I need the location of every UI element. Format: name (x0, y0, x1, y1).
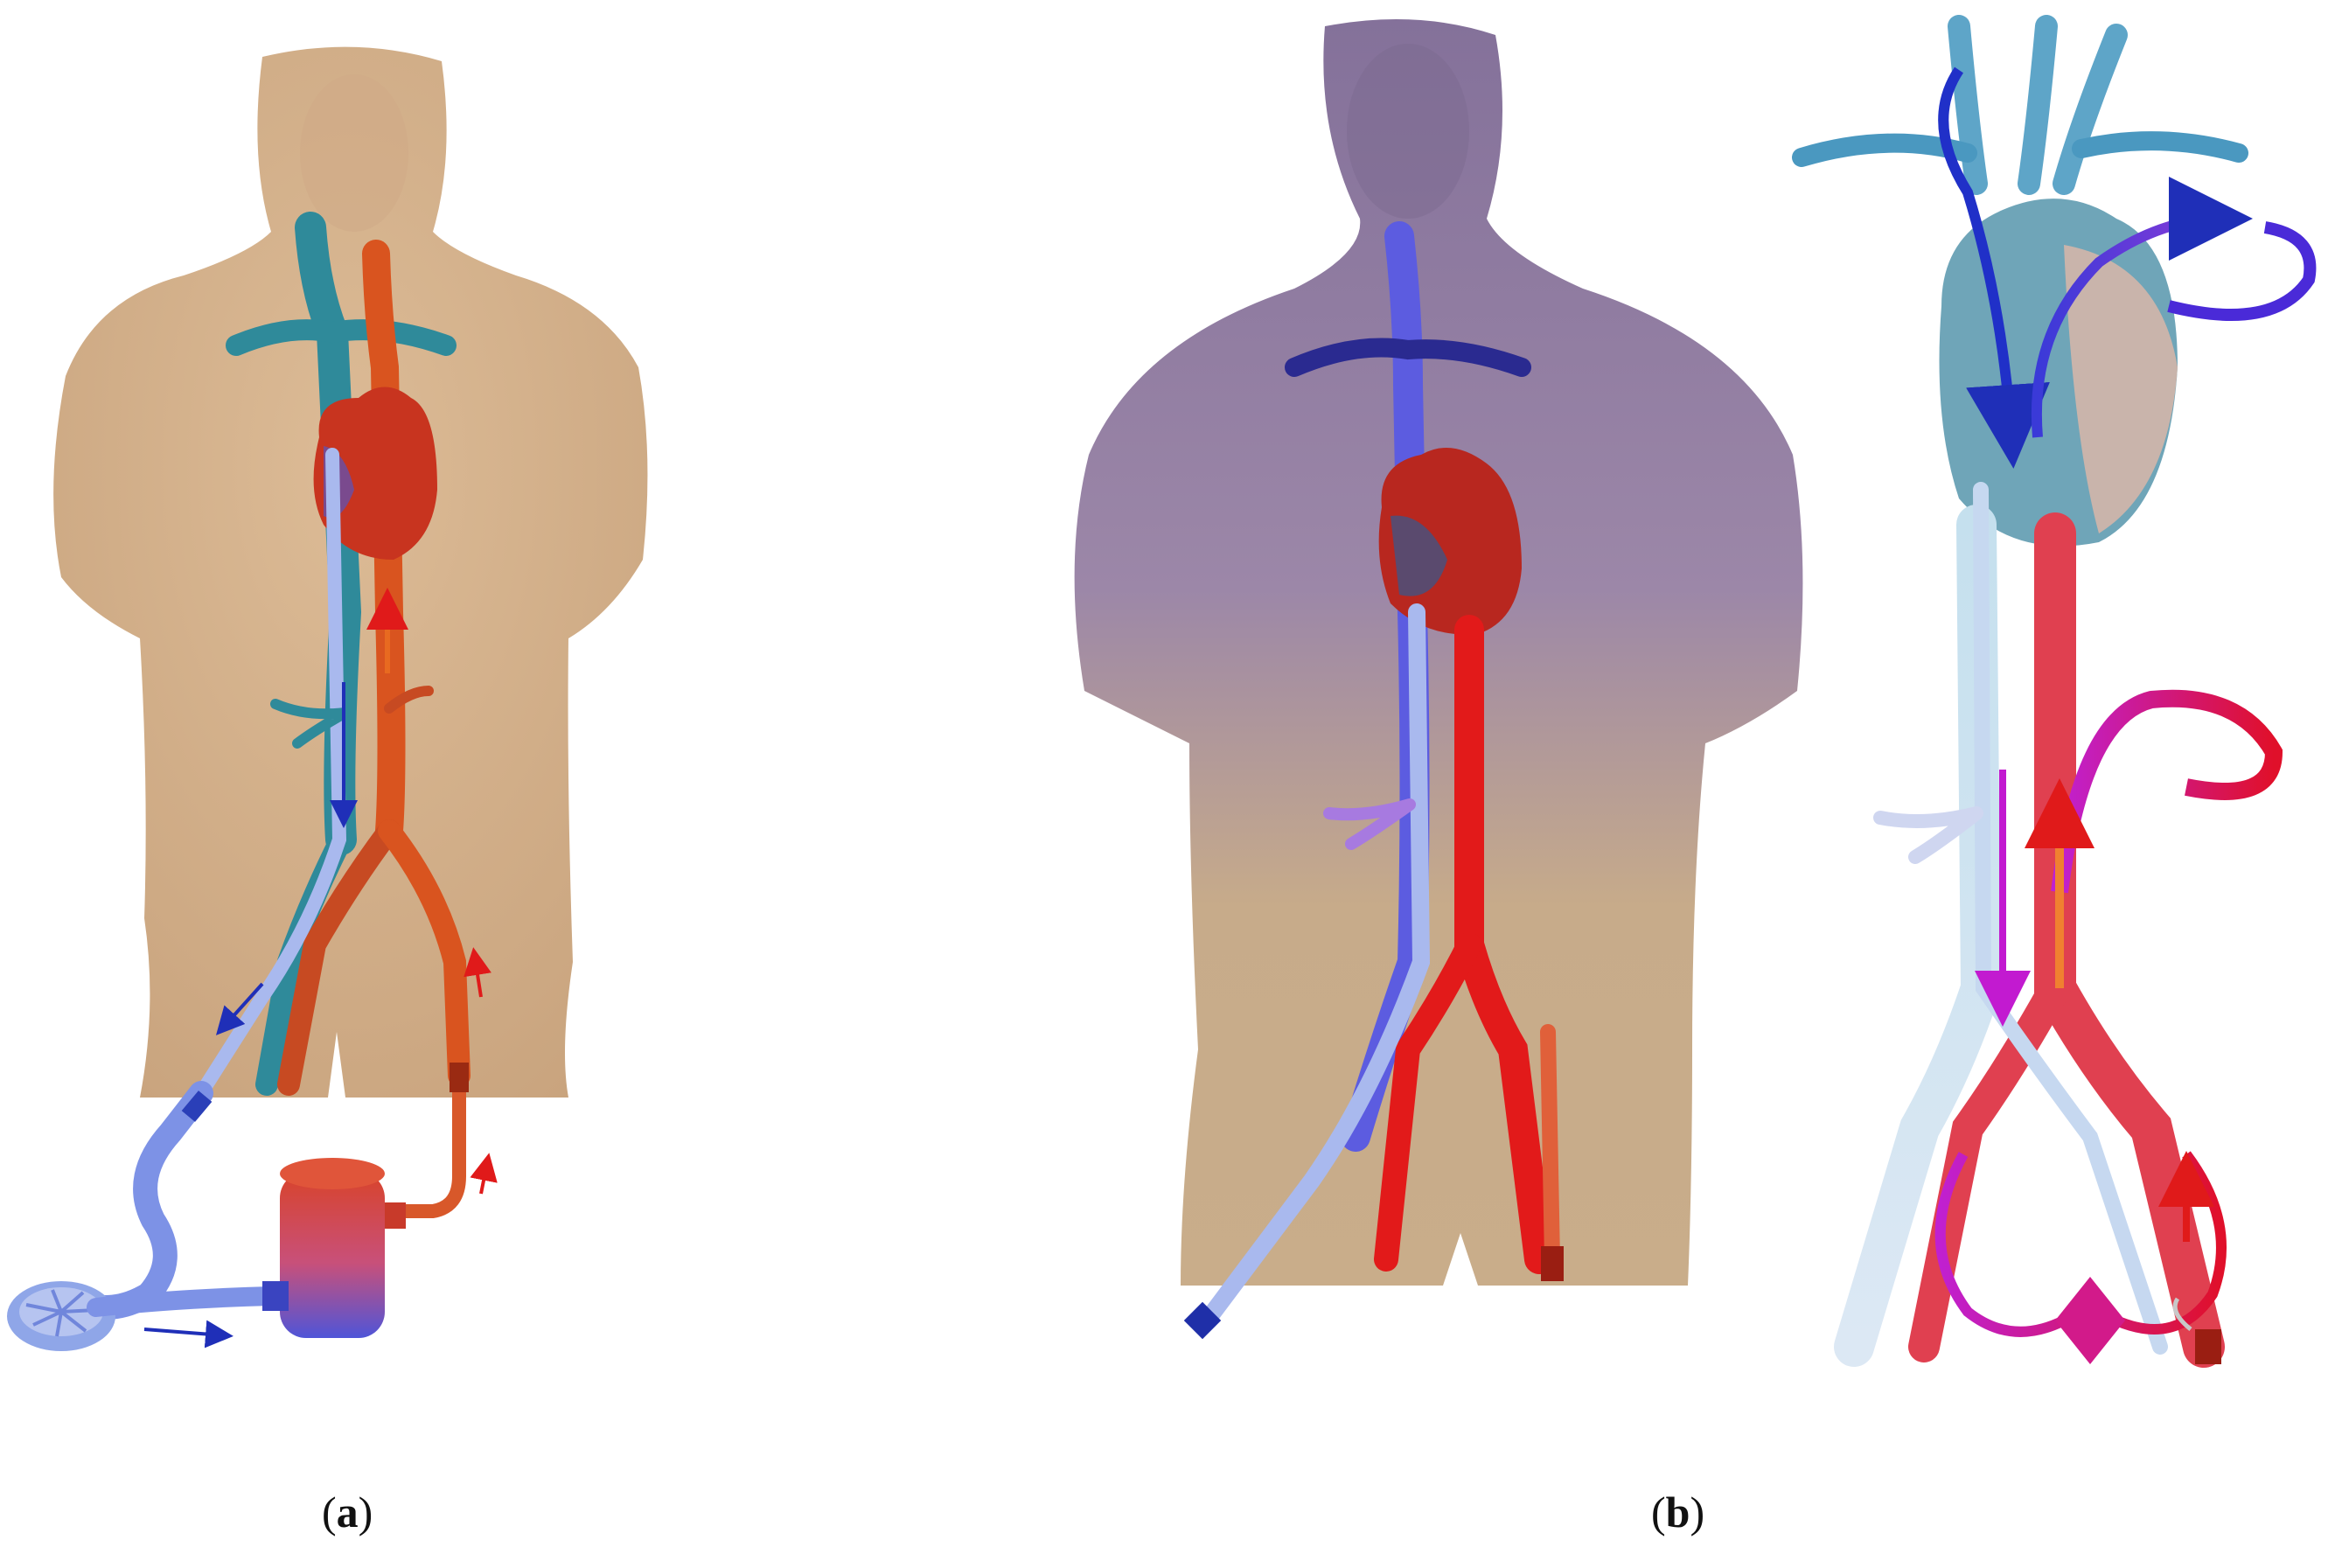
subclavian-vein-a (226, 319, 457, 356)
oxygenator-icon (262, 1158, 406, 1338)
pump-icon (2055, 1277, 2125, 1364)
arrow-icon (1938, 66, 2050, 469)
aorta-detail-b (2034, 512, 2225, 1368)
face-a (300, 74, 408, 232)
arrow-icon (464, 947, 491, 998)
caption-panel-a: (a) (322, 1488, 373, 1537)
drainage-tubing-a (53, 1081, 213, 1320)
arrow-icon (2051, 689, 2283, 894)
panel-a (7, 46, 648, 1351)
iliac-artery-right-a (277, 819, 401, 1096)
arrow-icon (215, 982, 264, 1035)
drainage-cannula-a (194, 448, 347, 1100)
return-cannula-b (1540, 1024, 1560, 1267)
cannula-connector-a (450, 1063, 469, 1092)
pump-icon (7, 1281, 115, 1351)
arrow-icon (2167, 221, 2317, 321)
circulation-detail-b (1792, 15, 2317, 1368)
panel-b (1074, 15, 2317, 1368)
pump-outlet-tubing-a (87, 1286, 281, 1317)
torso-silhouette-b (1074, 19, 1803, 1286)
arrow-icon (2031, 177, 2253, 438)
iliac-artery-left-a (378, 819, 470, 1087)
heart-icon (313, 387, 437, 560)
arrow-icon (143, 1320, 233, 1348)
return-cannula-a (395, 1069, 466, 1218)
caption-panel-b: (b) (1651, 1488, 1705, 1537)
drainage-cannula-b (1198, 603, 1431, 1329)
face-b (1347, 44, 1469, 219)
arrow-icon (470, 1153, 498, 1195)
